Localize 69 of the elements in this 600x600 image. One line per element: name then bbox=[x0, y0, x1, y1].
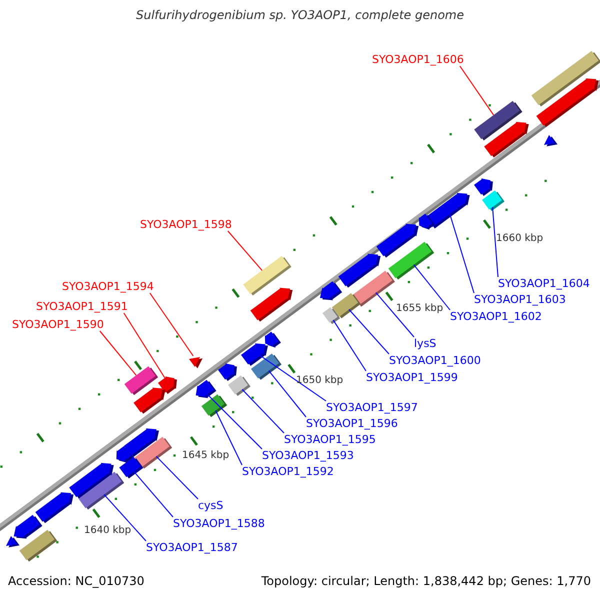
pointed-gene-block bbox=[35, 492, 74, 524]
gene-label: SYO3AOP1_1590 bbox=[12, 318, 104, 331]
gene-block bbox=[228, 375, 250, 396]
leader-line bbox=[149, 292, 194, 356]
pointed-gene-block bbox=[536, 78, 599, 128]
leader-line bbox=[133, 471, 174, 518]
leader-line bbox=[449, 214, 474, 294]
pointed-gene-block bbox=[264, 332, 281, 348]
gene-label: SYO3AOP1_1596 bbox=[306, 417, 398, 430]
pointed-gene-block bbox=[484, 122, 529, 158]
gene-triangle bbox=[189, 357, 203, 368]
leader-line bbox=[492, 206, 498, 278]
pointed-gene-block bbox=[218, 363, 237, 381]
gene-label: SYO3AOP1_1598 bbox=[140, 218, 232, 231]
accession-text: Accession: NC_010730 bbox=[8, 575, 144, 588]
pointed-gene-block bbox=[196, 380, 216, 398]
topology-text: Topology: circular; Length: 1,838,442 bp; Genes: 1,770 bbox=[261, 575, 591, 588]
gene-block bbox=[250, 353, 282, 380]
leader-line bbox=[227, 230, 263, 271]
scale-label: 1650 kbp bbox=[296, 374, 344, 387]
pointed-gene-block bbox=[134, 388, 166, 414]
gene-label: SYO3AOP1_1602 bbox=[450, 310, 542, 323]
pointed-gene-block bbox=[69, 462, 114, 498]
leader-line bbox=[206, 394, 262, 450]
leader-line bbox=[348, 308, 390, 354]
gene-label: SYO3AOP1_1604 bbox=[498, 277, 590, 290]
gene-label: cysS bbox=[198, 499, 224, 512]
leader-line bbox=[260, 355, 326, 402]
gene-label: SYO3AOP1_1593 bbox=[262, 449, 354, 462]
gene-triangle bbox=[544, 135, 558, 146]
pointed-gene-block bbox=[338, 254, 381, 288]
gene-block bbox=[322, 307, 340, 324]
leader-line bbox=[156, 456, 198, 500]
leader-line bbox=[104, 494, 146, 542]
leader-line bbox=[332, 320, 366, 372]
scale-label: 1640 kbp bbox=[84, 524, 132, 537]
pointed-gene-block bbox=[14, 514, 42, 539]
genome-title: Sulfurihydrogenibium sp. YO3AOP1, complete genome bbox=[135, 9, 465, 22]
gene-label: SYO3AOP1_1600 bbox=[389, 354, 481, 367]
leader-line bbox=[123, 312, 166, 378]
gene-label: SYO3AOP1_1595 bbox=[284, 433, 376, 446]
gene-label: SYO3AOP1_1594 bbox=[62, 280, 154, 293]
leader-line bbox=[215, 410, 242, 466]
gene-label: SYO3AOP1_1588 bbox=[173, 517, 265, 530]
leader-line bbox=[375, 292, 414, 338]
leader-line bbox=[268, 370, 306, 418]
gene-label: lysS bbox=[414, 337, 436, 350]
pointed-gene-block bbox=[376, 224, 419, 258]
gene-label: SYO3AOP1_1587 bbox=[146, 541, 238, 554]
pointed-gene-block bbox=[418, 214, 435, 230]
gene-label: SYO3AOP1_1592 bbox=[242, 465, 334, 478]
gene-block bbox=[19, 530, 58, 562]
leader-line bbox=[459, 66, 494, 116]
pointed-gene-block bbox=[320, 281, 342, 300]
gene-label: SYO3AOP1_1591 bbox=[36, 300, 128, 313]
leader-line bbox=[99, 330, 137, 376]
leader-line bbox=[413, 264, 450, 310]
gene-triangle bbox=[6, 536, 20, 548]
scale-label: 1645 kbp bbox=[182, 449, 230, 462]
gene-block bbox=[201, 394, 228, 418]
scale-label: 1655 kbp bbox=[396, 302, 444, 315]
gene-label: SYO3AOP1_1597 bbox=[326, 401, 418, 414]
pointed-gene-block bbox=[250, 288, 293, 322]
gene-label: SYO3AOP1_1603 bbox=[474, 293, 566, 306]
scale-label: 1660 kbp bbox=[496, 232, 544, 245]
pointed-gene-block bbox=[474, 178, 493, 196]
leader-line bbox=[242, 388, 284, 434]
gene-label: SYO3AOP1_1606 bbox=[372, 53, 464, 66]
gene-label: SYO3AOP1_1599 bbox=[366, 371, 458, 384]
